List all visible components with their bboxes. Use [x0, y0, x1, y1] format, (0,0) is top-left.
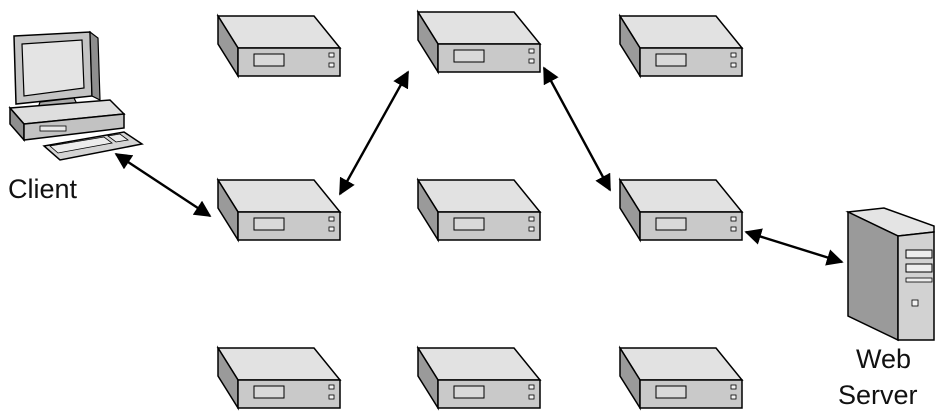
web-server-label-line-2: Server — [838, 380, 918, 410]
relay-node-top-left-icon — [217, 15, 341, 77]
client-computer-icon — [8, 30, 144, 161]
relay-node-middle-left-icon — [217, 179, 341, 241]
web-server-label-line-1: Web — [856, 344, 912, 374]
relay-node-bottom-center-icon — [417, 347, 541, 409]
relay-node-top-center-icon — [417, 11, 541, 73]
relay-node-bottom-left-icon — [217, 347, 341, 409]
relay-node-middle-center-icon — [417, 179, 541, 241]
web-server-icon — [845, 207, 935, 342]
arrow-middle-left-to-top-center — [338, 70, 410, 196]
arrow-client-to-middle-left — [114, 152, 212, 218]
relay-node-middle-right-icon — [619, 179, 743, 241]
arrow-top-center-to-middle-right — [542, 66, 612, 192]
client-label: Client — [8, 174, 78, 204]
arrow-middle-right-to-web-server — [744, 228, 844, 266]
relay-node-top-right-icon — [619, 15, 743, 77]
relay-node-bottom-right-icon — [619, 347, 743, 409]
